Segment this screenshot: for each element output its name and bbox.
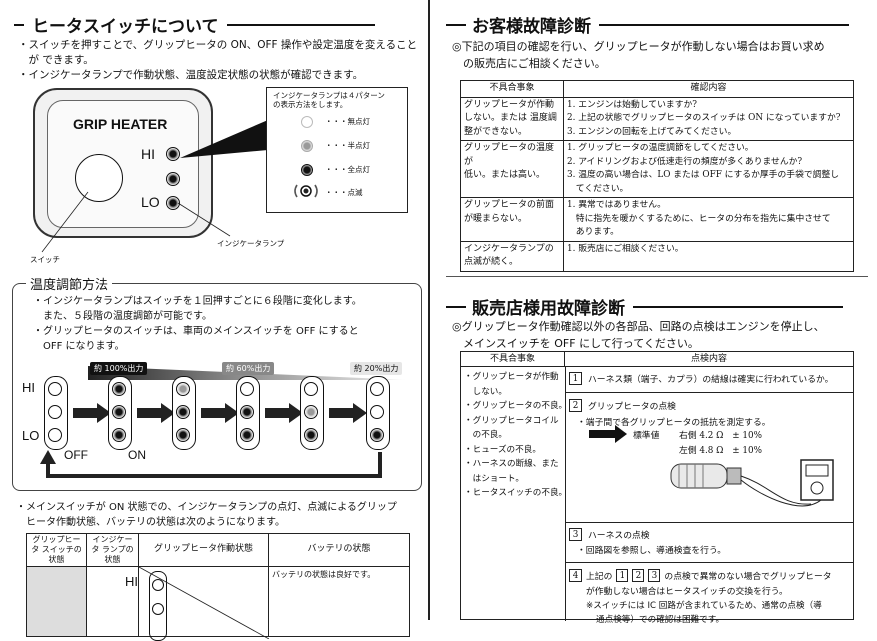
step-4: 4 上記の 1 2 3 の点検で異常のない場合でグリップヒータ [569,569,832,582]
stage-3 [236,376,260,450]
status-table: グリップヒータ スイッチの状態 インジケータ ランプの状態 グリップヒータ作動状… [26,533,410,641]
tag-100-percent: 約 100%出力 [90,362,148,375]
off-label: OFF [64,448,88,462]
hi-label: HI [141,146,155,162]
table-row: インジケータランプの点滅が続く。 1. 販売店にご相談ください。 [460,240,854,272]
switch-button [75,154,123,202]
table-row: グリップヒータが作動しない。または 温度調整ができない。 1. エンジンは始動し… [460,96,854,141]
stage-hi-label: HI [22,380,35,395]
dealer-diagnosis-table: 不具合事象 点検内容 ・グリップヒータが作動 しない。・グリップヒータの不良。 … [460,351,854,625]
temperature-adjust-box [12,283,422,491]
lamp-blink-icon [293,182,319,200]
indicator-lamp-mid [166,172,180,186]
stage-off [44,376,68,450]
return-arrow [40,450,382,478]
stage-2 [172,376,196,450]
section-title-customer: お客様故障診断 [446,12,849,37]
stage-4 [300,376,324,450]
callout-lines [41,120,268,253]
table-row: グリップヒータの前面が暖まらない。 1. 異常ではありません。 特に指先を暖かく… [460,197,854,242]
stage-lo-label: LO [22,428,40,443]
grip-multimeter-illustration [670,459,834,507]
tag-20-percent: 約 20%出力 [350,362,403,375]
on-label: ON [128,448,146,462]
column-divider [428,0,430,620]
dealer-intro: ◎グリップヒータ作動確認以外の各部品、回路の点検はエンジンを停止し、 メインスイ… [452,320,825,350]
lo-label: LO [141,194,160,210]
lamp-caption: インジケータランプ [217,239,285,248]
status-text: ・メインスイッチが ON 状態での、インジケータランプの点灯、点滅によるグリップ… [16,502,397,528]
customer-intro: ◎下記の項目の確認を行い、グリップヒータが作動しない場合はお買い求め の販売店に… [452,40,825,70]
temperature-adjust-title: 温度調節方法 [26,274,113,293]
temperature-adjust-text: ・インジケータランプはスイッチを１回押すごとに６段階に変化します。 また、５段階… [33,296,362,352]
arrow-icon [589,430,619,438]
lamp-off-icon [301,116,313,128]
grip-heater-switch-device: GRIP HEATER HI LO [33,88,213,238]
indicator-lamp-hi [166,147,180,161]
operation-state-cell [138,566,269,639]
device-label: GRIP HEATER [73,116,168,132]
table-row: グリップヒータの温度が低い。または高い。 1. グリップヒータの温度調節をしてく… [460,140,854,198]
tag-60-percent: 約 60%出力 [222,362,275,375]
step-3: 3 ハーネスの点検 [569,528,650,541]
customer-diagnosis-table: 不具合事象 確認内容 グリップヒータが作動しない。または 温度調整ができない。 … [460,80,854,272]
intro-bullets: ・スイッチを押すことで、グリップヒータの ON、OFF 操作や設定温度を変えるこ… [18,39,418,81]
section-title-dealer: 販売店様用故障診断 [446,294,843,319]
step-2: 2 グリップヒータの点検 [569,399,676,412]
stage-1 [108,376,132,450]
lamp-pattern-legend: インジケータランプは４パターン の表示方法をします。 ・・・無点灯 ・・・半点灯… [266,87,408,213]
switch-state-cell [26,566,87,637]
step-1: 1 ハーネス類（端子、カプラ）の結線は確実に行われているか。 [569,372,833,385]
dealer-issue-list: ・グリップヒータが作動 しない。・グリップヒータの不良。 ・グリップヒータコイル… [464,372,568,498]
lamp-half-icon [301,140,313,152]
stage-5 [366,376,390,450]
switch-caption: スイッチ [30,255,60,264]
indicator-lamp-lo [166,196,180,210]
section-separator [446,276,868,278]
lamp-full-icon [301,164,313,176]
section-title-heater-switch: ヒータスイッチについて [14,12,375,37]
lamp-state-cell: HI [86,566,167,641]
